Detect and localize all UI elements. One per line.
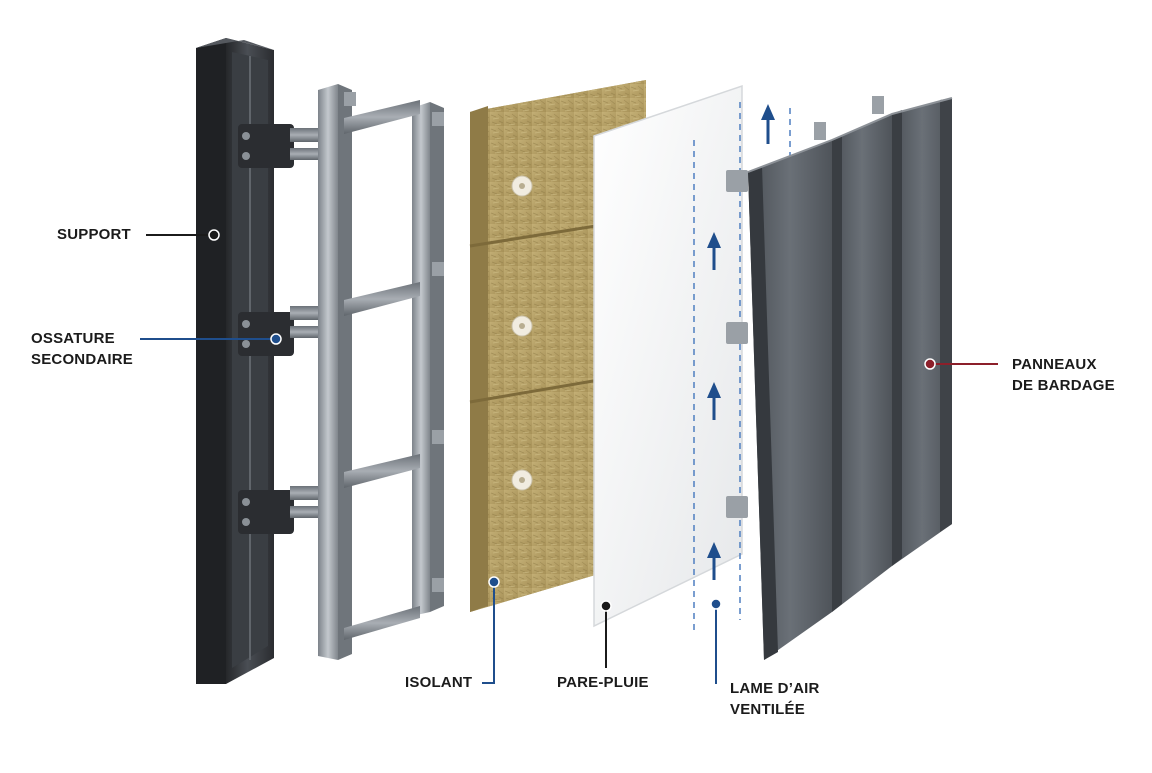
- arrow-up-icon: [761, 104, 775, 144]
- label-panneaux-de-bardage: PANNEAUX DE BARDAGE: [1012, 356, 1115, 394]
- leader-isolant: [482, 576, 500, 684]
- label-support: SUPPORT: [57, 226, 131, 243]
- arrow-up-icon: [707, 232, 721, 270]
- air-gap: [693, 102, 791, 632]
- insulation-dowel-icon: [511, 315, 533, 337]
- insulation-dowel-icon: [511, 469, 533, 491]
- leader-lame-air: [710, 598, 722, 684]
- secondary-frame: [238, 84, 444, 660]
- insulation-dowel-icon: [511, 175, 533, 197]
- rain-screen-sheet: [593, 84, 743, 628]
- leader-panneaux: [924, 358, 998, 370]
- label-ossature-secondaire: OSSATURE SECONDAIRE: [31, 330, 134, 368]
- leader-ossature: [140, 333, 282, 345]
- cladding-panels: [726, 96, 953, 660]
- leader-pare-pluie: [600, 600, 612, 668]
- leader-support: [146, 229, 220, 241]
- label-pare-pluie: PARE-PLUIE: [557, 674, 649, 691]
- arrow-up-icon: [707, 542, 721, 580]
- label-lame-air-ventilee: LAME D’AIR VENTILÉE: [730, 680, 820, 718]
- label-isolant: ISOLANT: [405, 674, 473, 691]
- arrow-up-icon: [707, 382, 721, 420]
